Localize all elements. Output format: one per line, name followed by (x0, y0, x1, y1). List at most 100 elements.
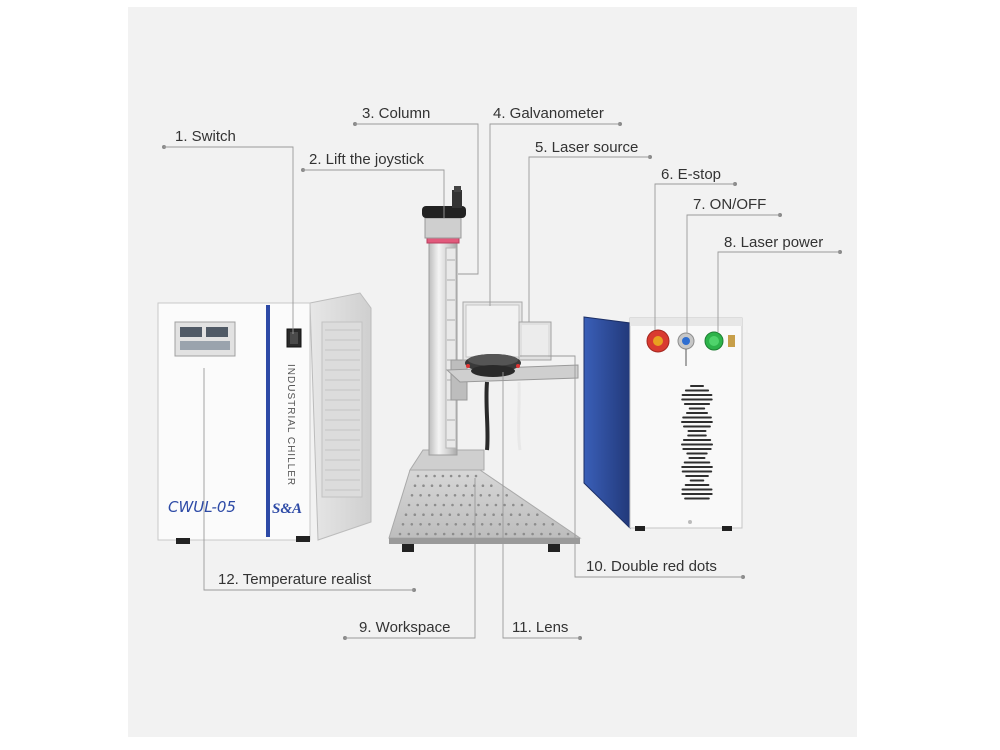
vent-slot (682, 416, 712, 419)
table-hole (566, 532, 570, 536)
table-hole (442, 532, 446, 536)
table-hole (474, 474, 478, 478)
e-stop-button (646, 329, 670, 353)
table-hole (480, 523, 484, 526)
callout-workspace: 9. Workspace (359, 619, 450, 636)
table-hole (533, 523, 537, 526)
chiller-model-label: CWUL-05 (168, 498, 236, 516)
table-hole (431, 513, 434, 516)
table-hole (513, 532, 517, 536)
table-hole (478, 532, 481, 536)
laser-marking-machine (388, 186, 582, 552)
table-hole (458, 474, 461, 478)
table-hole (460, 532, 464, 536)
table-hole (505, 494, 509, 497)
table-hole (445, 523, 449, 526)
callout-on-off: 7. ON/OFF (693, 196, 766, 213)
vent-slot (690, 385, 704, 387)
chiller-power-switch (286, 328, 302, 348)
table-hole (485, 503, 489, 507)
callout-laser-source: 5. Laser source (535, 139, 638, 156)
table-hole (489, 523, 493, 526)
galvanometer (462, 301, 523, 361)
table-hole (551, 523, 554, 526)
callout-galvanometer: 4. Galvanometer (493, 105, 604, 122)
table-hole (531, 532, 534, 536)
chiller-side-label: INDUSTRIAL CHILLER (285, 364, 296, 486)
table-hole (527, 513, 530, 516)
leader-lines (162, 122, 842, 640)
table-hole (425, 474, 428, 478)
table-hole (425, 532, 428, 536)
column (424, 217, 462, 456)
table-hole (416, 532, 420, 536)
temperature-controller (174, 321, 236, 357)
table-hole (503, 503, 506, 507)
table-hole (536, 513, 539, 516)
table-hole (453, 494, 457, 497)
vent-slot (686, 412, 708, 414)
callout-temperature-realist: 12. Temperature realist (218, 571, 372, 588)
callout-e-stop: 6. E-stop (661, 166, 721, 183)
table-hole (407, 503, 411, 507)
vent-slot (687, 430, 707, 432)
table-hole (542, 523, 546, 526)
vent-slot (687, 434, 707, 437)
table-hole (448, 513, 452, 516)
table-hole (434, 532, 437, 536)
vent-slot (683, 461, 711, 464)
table-hole (413, 484, 417, 488)
vent-slot (681, 493, 713, 495)
vent-slot (684, 497, 710, 500)
table-hole (520, 503, 524, 507)
table-hole (457, 513, 460, 516)
table-hole (422, 513, 425, 516)
table-hole (419, 494, 422, 497)
table-hole (557, 532, 561, 536)
callout-switch: 1. Switch (175, 128, 236, 145)
workspace-table (388, 469, 582, 552)
vent-slot (682, 439, 712, 441)
laser-source-cabinet (583, 316, 743, 531)
lens (465, 354, 521, 377)
table-hole (441, 474, 445, 478)
table-hole (468, 503, 472, 507)
table-hole (479, 494, 483, 497)
table-hole (401, 523, 405, 526)
vent-slot (688, 407, 706, 410)
table-hole (477, 503, 480, 507)
table-hole (439, 484, 442, 488)
table-hole (404, 513, 408, 516)
table-hole (518, 513, 522, 516)
table-hole (488, 494, 491, 497)
table-hole (487, 532, 490, 536)
table-hole (449, 474, 453, 478)
table-hole (416, 474, 420, 478)
table-hole (496, 532, 499, 536)
table-hole (413, 513, 417, 516)
table-hole (522, 532, 526, 536)
laser-power-button (704, 331, 724, 351)
table-hole (512, 503, 515, 507)
chiller-blue-stripe (266, 305, 270, 537)
vent-slot (683, 403, 711, 405)
table-hole (525, 523, 528, 526)
table-hole (466, 474, 470, 478)
table-hole (549, 532, 552, 536)
table-hole (463, 523, 466, 526)
table-hole (454, 523, 458, 526)
table-hole (464, 484, 468, 488)
vent-slot (688, 457, 706, 459)
table-hole (472, 523, 475, 526)
table-hole (430, 484, 434, 488)
table-hole (428, 523, 431, 526)
laser-source (518, 321, 552, 361)
table-hole (419, 523, 422, 526)
table-hole (483, 513, 487, 516)
vent-slot (681, 398, 713, 401)
table-hole (481, 484, 485, 488)
table-hole (447, 484, 451, 488)
vent-slot (681, 470, 713, 473)
vent-slot (683, 425, 711, 428)
